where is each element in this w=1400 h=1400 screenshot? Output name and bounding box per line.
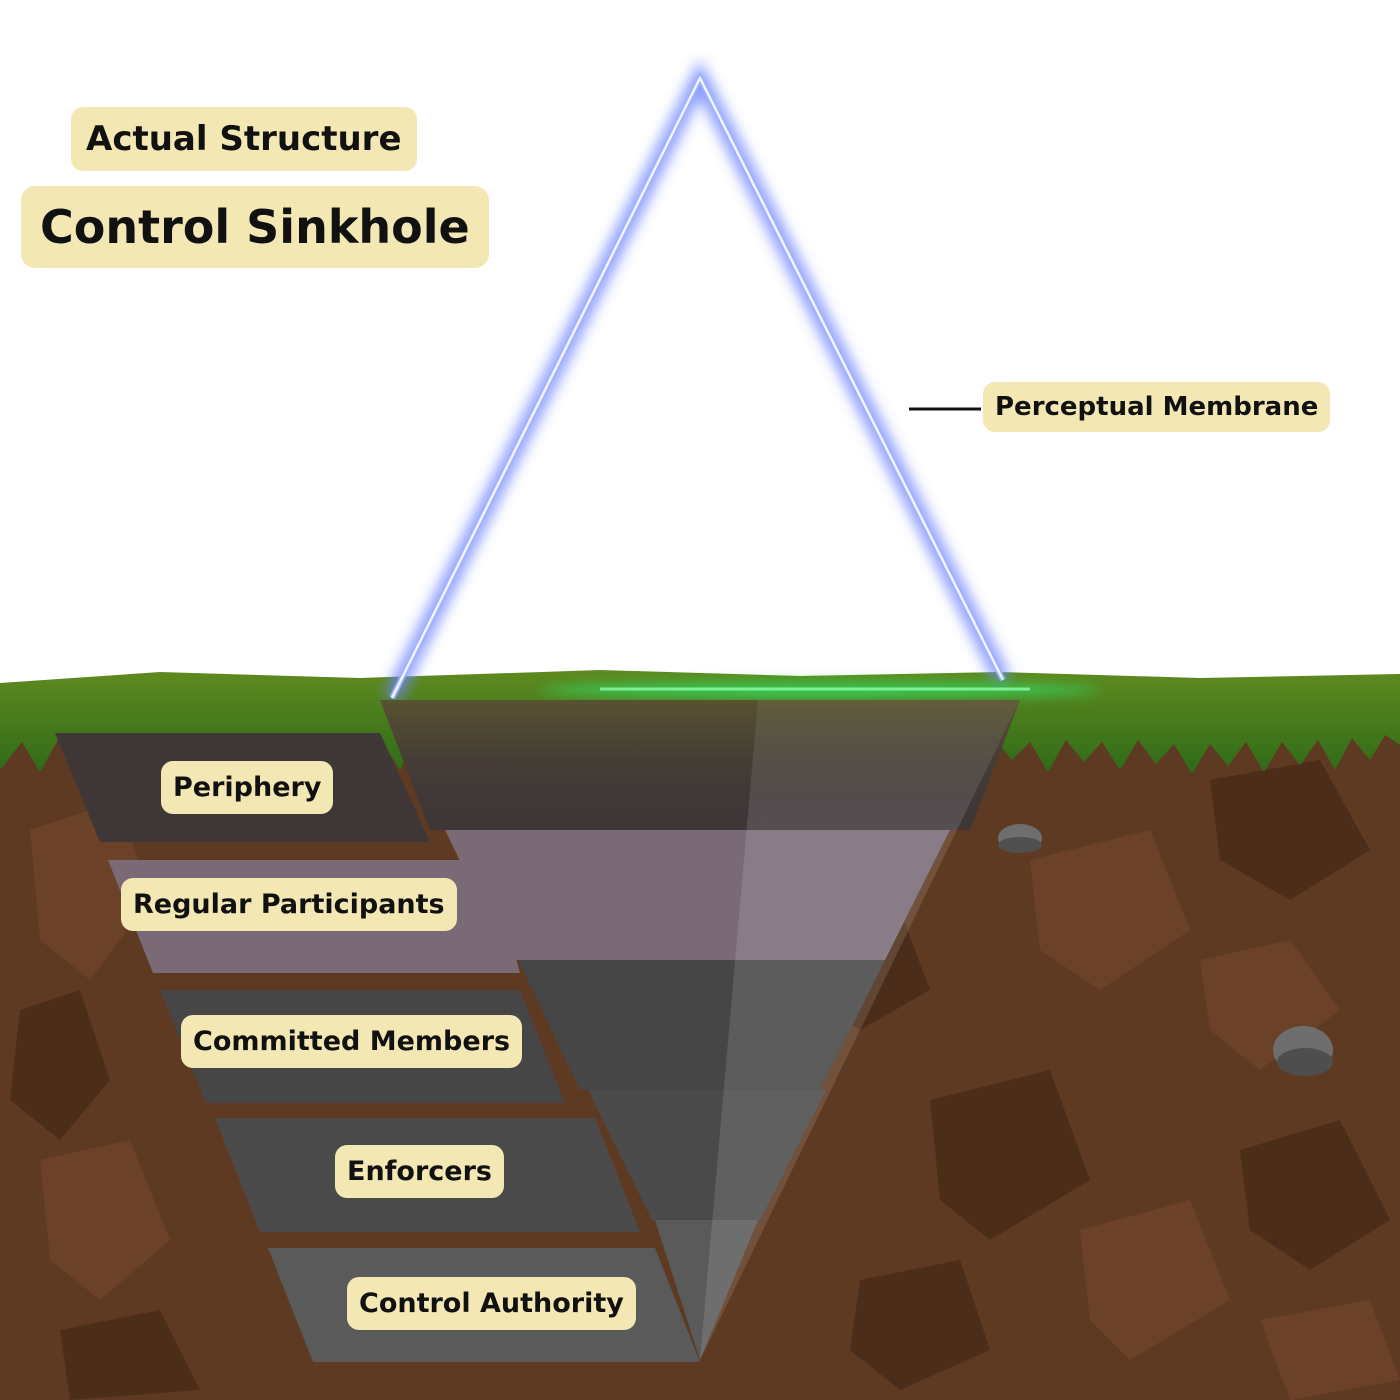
subtitle-label: Actual Structure xyxy=(71,107,417,171)
funnel-band-2 xyxy=(518,960,885,1090)
funnel-band-1 xyxy=(445,830,950,960)
layer-label-enforcers: Enforcers xyxy=(335,1145,504,1198)
funnel-band-4 xyxy=(655,1220,758,1360)
layer-label-committed-members: Committed Members xyxy=(181,1015,523,1068)
funnel-highlight xyxy=(700,700,1020,1360)
layer-label-periphery: Periphery xyxy=(161,761,334,814)
perceptual-membrane-label: Perceptual Membrane xyxy=(983,382,1331,432)
page-title: Control Sinkhole xyxy=(21,186,489,268)
perceptual-membrane-triangle xyxy=(384,60,1011,702)
surface-glow xyxy=(540,682,1100,698)
layer-label-regular-participants: Regular Participants xyxy=(121,878,457,931)
layer-label-control-authority: Control Authority xyxy=(347,1277,636,1330)
funnel-band-3 xyxy=(588,1090,826,1220)
rocks xyxy=(998,824,1333,1076)
funnel-top-tint xyxy=(380,700,1020,830)
